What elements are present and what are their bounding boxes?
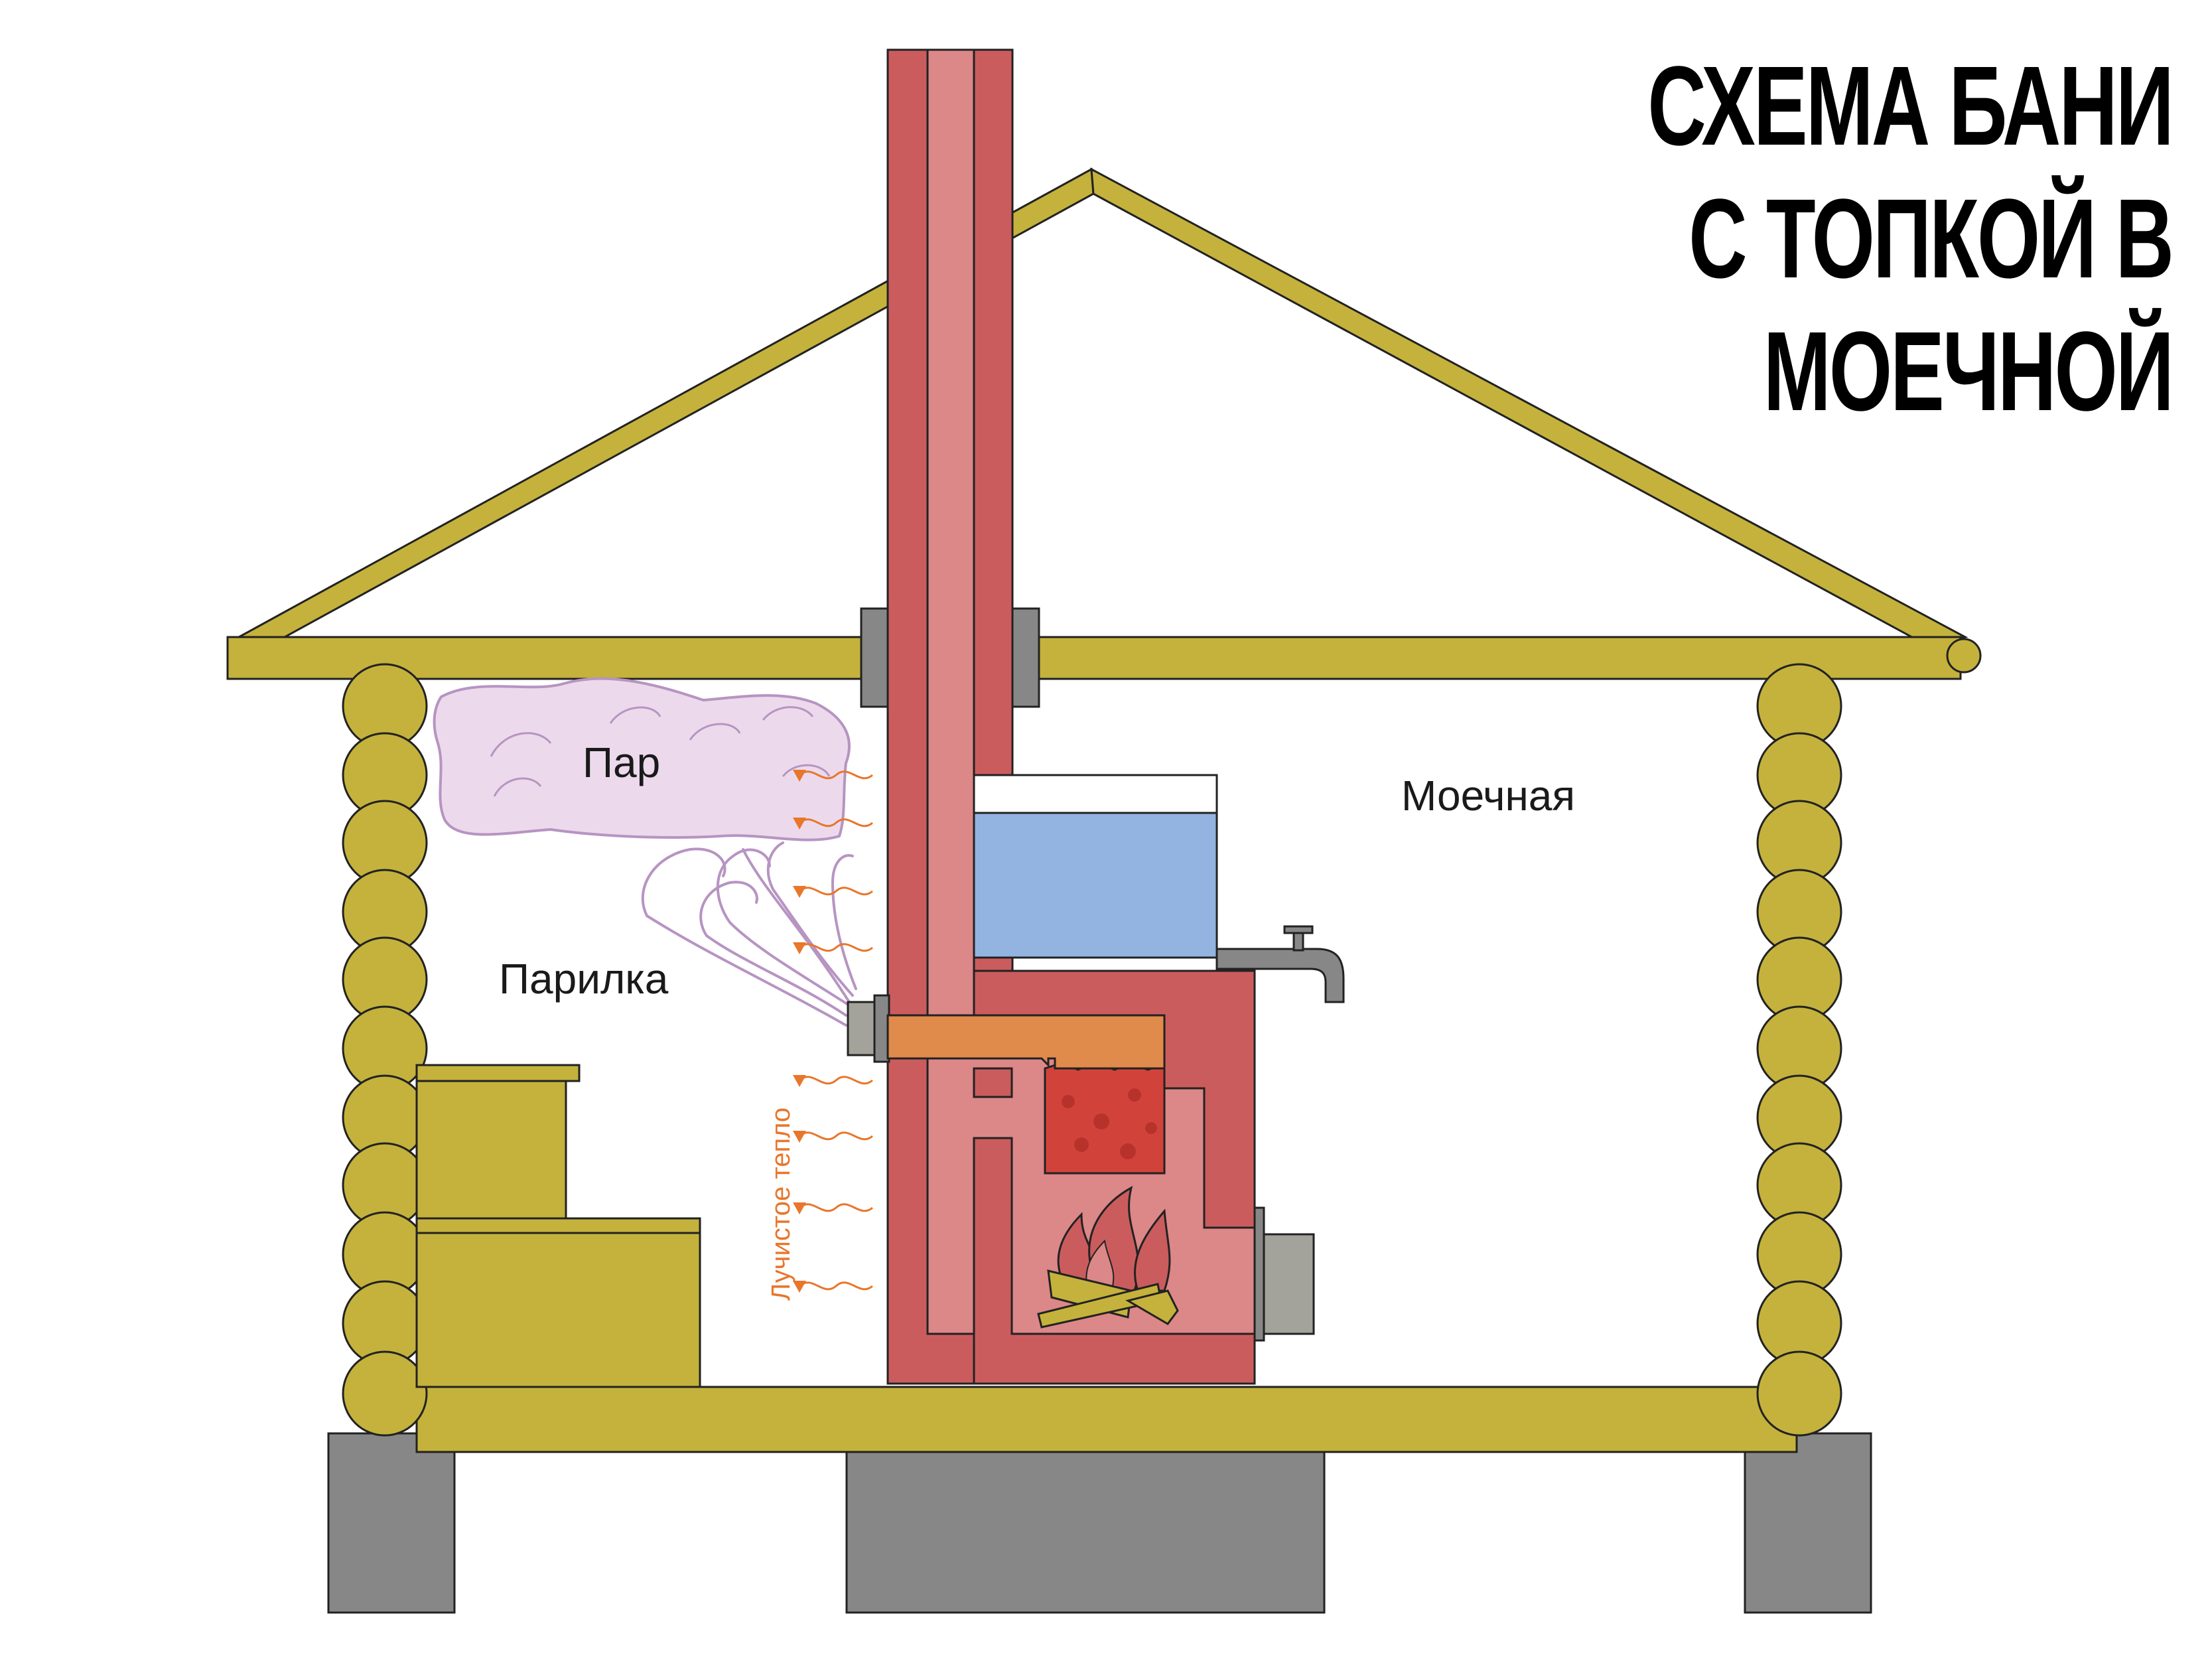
foundation-center bbox=[845, 1449, 1326, 1614]
foundation-right bbox=[1744, 1432, 1872, 1614]
label-steam-room: Парилка bbox=[499, 955, 669, 1003]
firebox-door bbox=[1263, 1233, 1315, 1335]
steam-cloud bbox=[433, 677, 851, 841]
title-line-1: СХЕМА БАНИ bbox=[1647, 43, 2174, 169]
foundation-left bbox=[327, 1432, 456, 1614]
log-wall-left bbox=[342, 663, 428, 1437]
water-tank-top bbox=[973, 774, 1218, 814]
label-radiant-heat: Лучистое тепло bbox=[766, 1107, 795, 1301]
ceiling-sleeve-right bbox=[1011, 607, 1040, 708]
floor-beam bbox=[415, 1386, 1798, 1453]
label-steam: Пар bbox=[583, 739, 661, 786]
title-line-2: С ТОПКОЙ В МОЕЧНОЙ bbox=[1689, 176, 2174, 435]
sauna-benches bbox=[415, 1064, 701, 1388]
water-tank bbox=[973, 812, 1218, 959]
diagram-title: СХЕМА БАНИ С ТОПКОЙ В МОЕЧНОЙ bbox=[1360, 40, 2174, 438]
heater-stone-texture bbox=[1062, 1088, 1157, 1159]
ceiling-beam bbox=[226, 636, 1962, 680]
steam-swirls bbox=[490, 706, 831, 797]
steam-pipe bbox=[886, 1014, 1166, 1070]
fire-icon bbox=[1057, 1186, 1171, 1292]
faucet-icon bbox=[1215, 925, 1345, 1003]
ceiling-beam-end bbox=[1946, 638, 1982, 674]
flue-divider bbox=[973, 1067, 1013, 1098]
firewood-icon bbox=[1037, 1269, 1179, 1329]
firebox-door-frame bbox=[1253, 1206, 1265, 1342]
radiant-heat-arrows bbox=[793, 770, 873, 1293]
ceiling-sleeve-left bbox=[860, 607, 889, 708]
label-washroom: Моечная bbox=[1401, 772, 1576, 820]
steam-wisps bbox=[641, 841, 857, 1027]
log-wall-right bbox=[1756, 663, 1842, 1437]
